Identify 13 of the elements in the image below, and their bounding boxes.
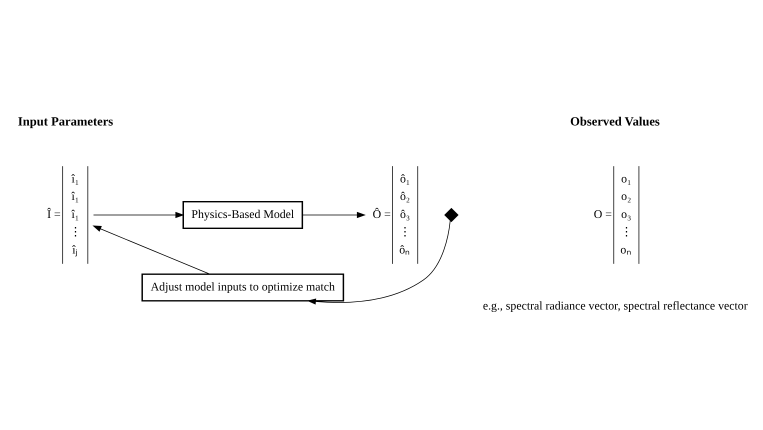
label: Input Parameters xyxy=(18,114,114,129)
node-box: Adjust model inputs to optimize match xyxy=(141,273,344,302)
label: Observed Values xyxy=(570,114,660,129)
arrow xyxy=(92,226,210,274)
node-label: e.g., spectral radiance vector, spectral reflectance vector xyxy=(482,298,748,313)
node-box: Physics-Based Model xyxy=(182,200,304,230)
node-text: O = o₁ o₂ o₃ ⋮ oₙ xyxy=(594,171,632,256)
arrow xyxy=(307,220,451,305)
node-diamond xyxy=(444,208,459,222)
node-text: Ô = ô₁ ô₂ ô₃ ⋮ ôₙ xyxy=(372,171,412,256)
node-text: Î = î₁ î₁ î₁ ⋮ îⱼ xyxy=(47,171,82,256)
arrow xyxy=(302,212,366,218)
arrow xyxy=(93,212,184,218)
